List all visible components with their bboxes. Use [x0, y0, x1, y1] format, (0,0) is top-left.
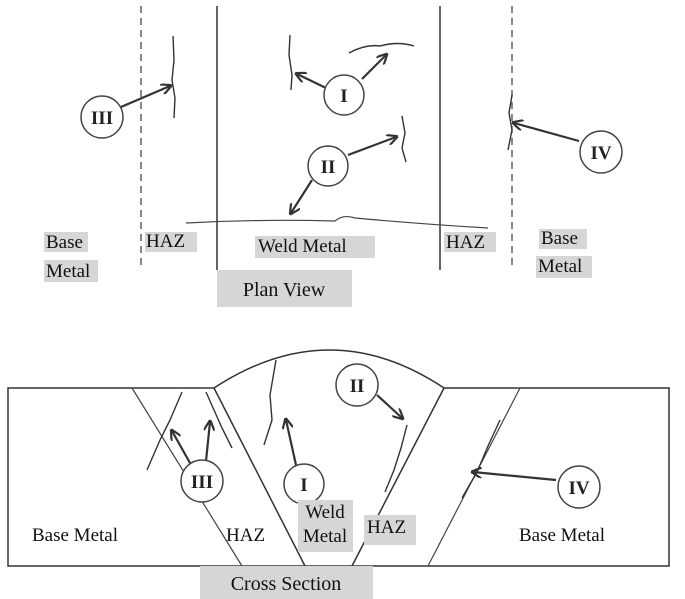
plan-arrow-iv: [514, 123, 580, 143]
plan-haz-left-label: HAZ: [146, 231, 185, 252]
plan-arrow-ii-down: [291, 179, 313, 213]
cross-weld-metal-line2: Metal: [303, 526, 347, 547]
cross-marker-iv: IV: [568, 478, 589, 499]
cross-crack-iii-right: [205, 391, 233, 449]
cross-arrow-iv: [473, 472, 557, 482]
cross-base-metal-left-label: Base Metal: [32, 525, 118, 546]
plan-haz-right-label: HAZ: [446, 232, 485, 253]
plan-base-metal-right-line2: Metal: [538, 256, 582, 277]
cross-fusion-line-left: [213, 387, 306, 567]
cross-marker-iv-circle: [557, 465, 601, 509]
cross-marker-iii: III: [191, 472, 213, 493]
plan-base-metal-right-bg2: [536, 256, 592, 278]
plan-base-metal-left-bg: [44, 232, 88, 252]
plan-crack-i-top: [348, 42, 415, 54]
cross-haz-left-label: HAZ: [226, 525, 265, 546]
plan-arrow-iii: [120, 86, 170, 109]
cross-section: III I II IV Base Metal HAZ Weld Metal HA…: [7, 349, 670, 599]
plan-view-caption-bg: [217, 270, 352, 307]
cross-crack-iv: [461, 419, 501, 499]
plan-base-metal-left-line1: Base: [46, 232, 83, 253]
cross-arrow-ii: [376, 394, 402, 418]
cross-haz-right-bg: [364, 515, 416, 545]
cross-crack-iii-left: [146, 391, 183, 471]
cross-marker-ii-circle: [335, 363, 379, 407]
plan-crack-i-left: [288, 34, 293, 91]
cross-crack-ii: [384, 424, 408, 493]
plan-marker-iv: IV: [590, 143, 611, 164]
plan-marker-ii-circle: [307, 145, 349, 187]
plan-base-metal-right-line1: Base: [541, 228, 578, 249]
plan-view-caption: Plan View: [243, 279, 326, 301]
cross-haz-right-label: HAZ: [367, 517, 406, 538]
plan-view: I II III IV Base Metal HAZ Weld Metal HA…: [44, 6, 623, 307]
cross-base-metal-right-label: Base Metal: [519, 525, 605, 546]
plan-arrow-ii-right: [347, 137, 396, 157]
plan-weld-edge: [185, 215, 489, 229]
plan-weld-metal-bg: [255, 236, 375, 258]
plan-base-metal-left-bg2: [44, 260, 98, 282]
cross-marker-iii-circle: [180, 459, 224, 503]
plan-haz-left-bg: [145, 232, 197, 252]
plan-crack-iii: [171, 35, 176, 119]
plan-weld-metal-label: Weld Metal: [258, 236, 347, 257]
plan-arrow-i-up: [361, 55, 386, 80]
cross-marker-ii: II: [350, 376, 365, 397]
cross-section-caption: Cross Section: [231, 573, 342, 595]
plan-marker-i: I: [340, 86, 347, 107]
cross-arrow-iii-left: [172, 431, 191, 464]
plan-marker-ii: II: [321, 157, 336, 178]
cross-arrow-i: [286, 420, 298, 466]
cross-weld-metal-line1: Weld: [305, 502, 345, 523]
plan-base-metal-left-line2: Metal: [46, 261, 90, 282]
plan-crack-ii: [401, 115, 407, 163]
cross-section-caption-bg: [200, 566, 373, 599]
plan-arrow-i-left: [297, 74, 327, 89]
plan-marker-i-circle: [323, 74, 365, 116]
plan-marker-iii: III: [91, 108, 113, 129]
plan-marker-iii-circle: [80, 95, 124, 139]
cross-crack-i: [263, 359, 277, 446]
plan-base-metal-right-bg: [539, 229, 587, 249]
plan-marker-iv-circle: [579, 130, 623, 174]
cross-weld-metal-bg: [298, 500, 353, 552]
cross-arrow-iii-right: [206, 422, 210, 462]
cross-marker-i: I: [300, 475, 307, 496]
plan-haz-right-bg: [444, 232, 496, 252]
